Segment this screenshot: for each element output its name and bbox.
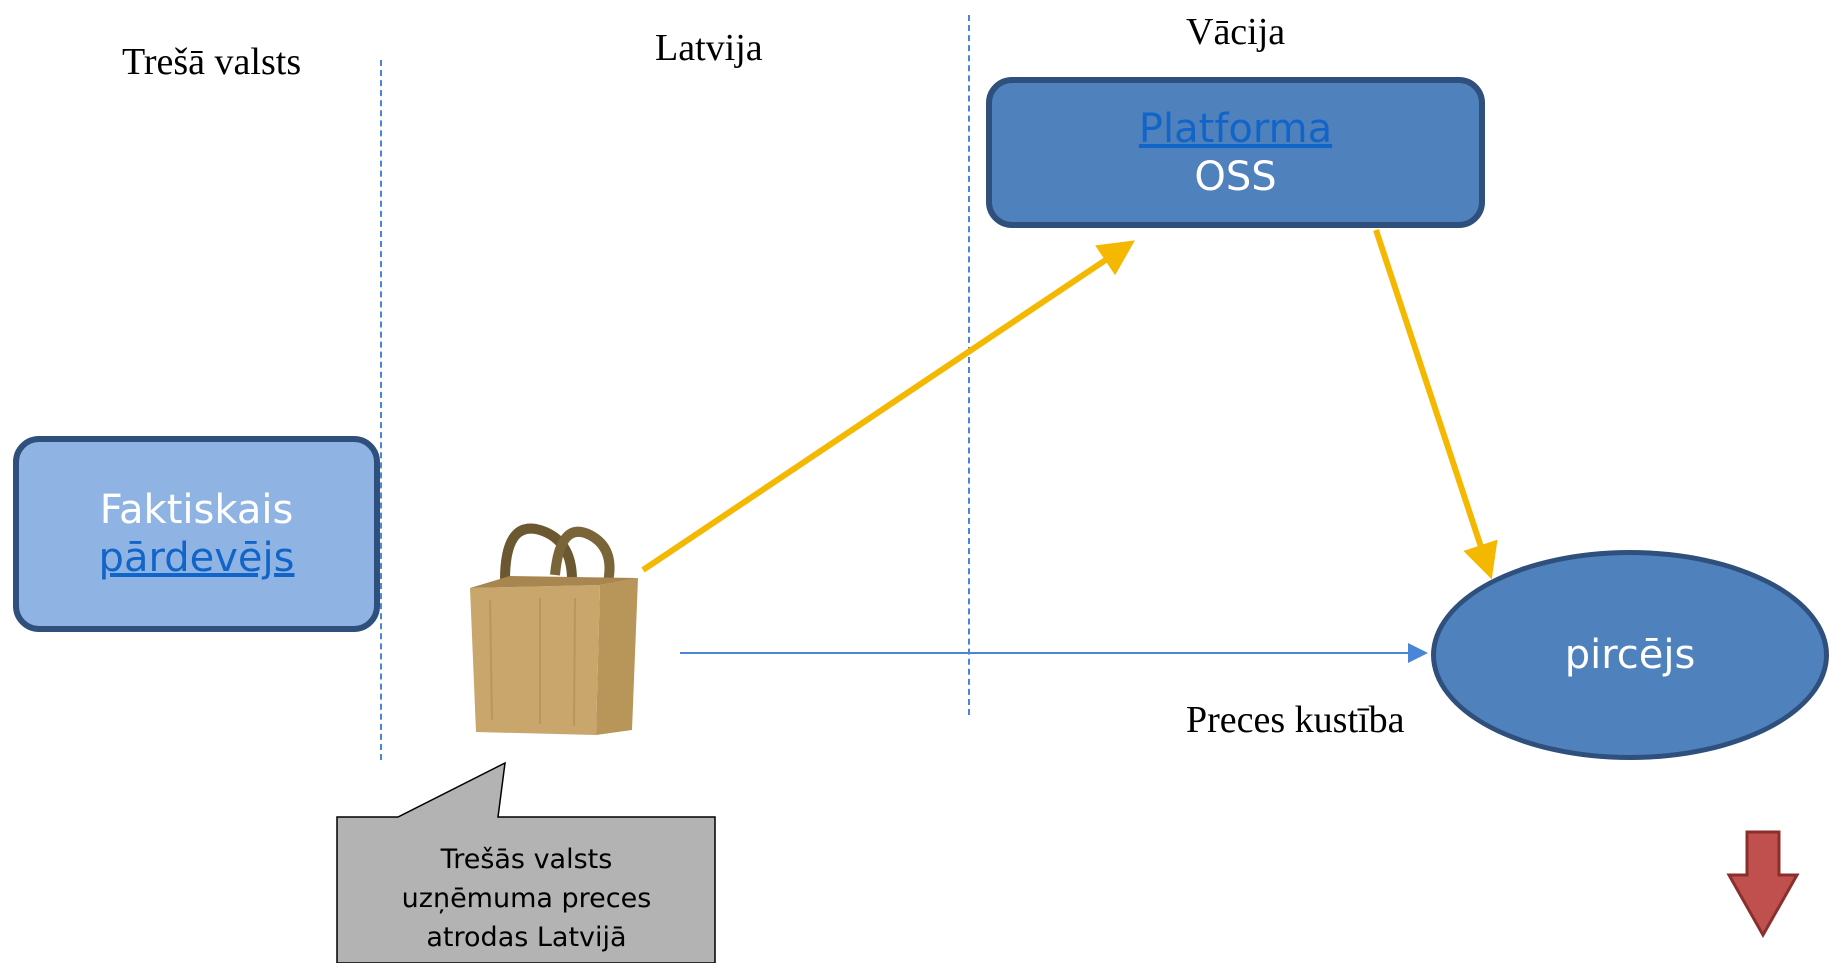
yellow-arrow-to-platform	[641, 240, 1135, 573]
buyer-label: pircējs	[1564, 632, 1696, 678]
callout-text: Trešās valsts uzņēmuma preces atrodas La…	[340, 840, 713, 957]
seller-label-line1: Faktiskais	[99, 487, 294, 533]
goods-movement-caption: Preces kustība	[1186, 699, 1405, 741]
region-label-germany: Vācija	[1186, 11, 1286, 53]
yellow-arrow-to-buyer	[1373, 229, 1498, 580]
border-divider-left	[380, 60, 382, 760]
region-label-latvia: Latvija	[655, 27, 763, 69]
platform-box: Platforma OSS	[986, 77, 1485, 228]
callout-bubble	[336, 761, 716, 963]
border-divider-right	[968, 15, 970, 715]
shopping-bag-icon	[470, 523, 638, 735]
actual-seller-box: Faktiskais pārdevējs	[13, 436, 380, 632]
callout-line1: Trešās valsts	[440, 844, 613, 875]
region-label-third-country: Trešā valsts	[122, 41, 302, 83]
platform-link[interactable]: Platforma	[1138, 105, 1333, 152]
seller-link[interactable]: pārdevējs	[98, 535, 295, 581]
platform-oss-label: OSS	[1194, 153, 1277, 200]
down-arrow-icon[interactable]	[1726, 830, 1800, 939]
callout-line3: atrodas Latvijā	[426, 922, 627, 953]
callout-line2: uzņēmuma preces	[401, 883, 652, 914]
buyer-ellipse: pircējs	[1431, 550, 1829, 760]
